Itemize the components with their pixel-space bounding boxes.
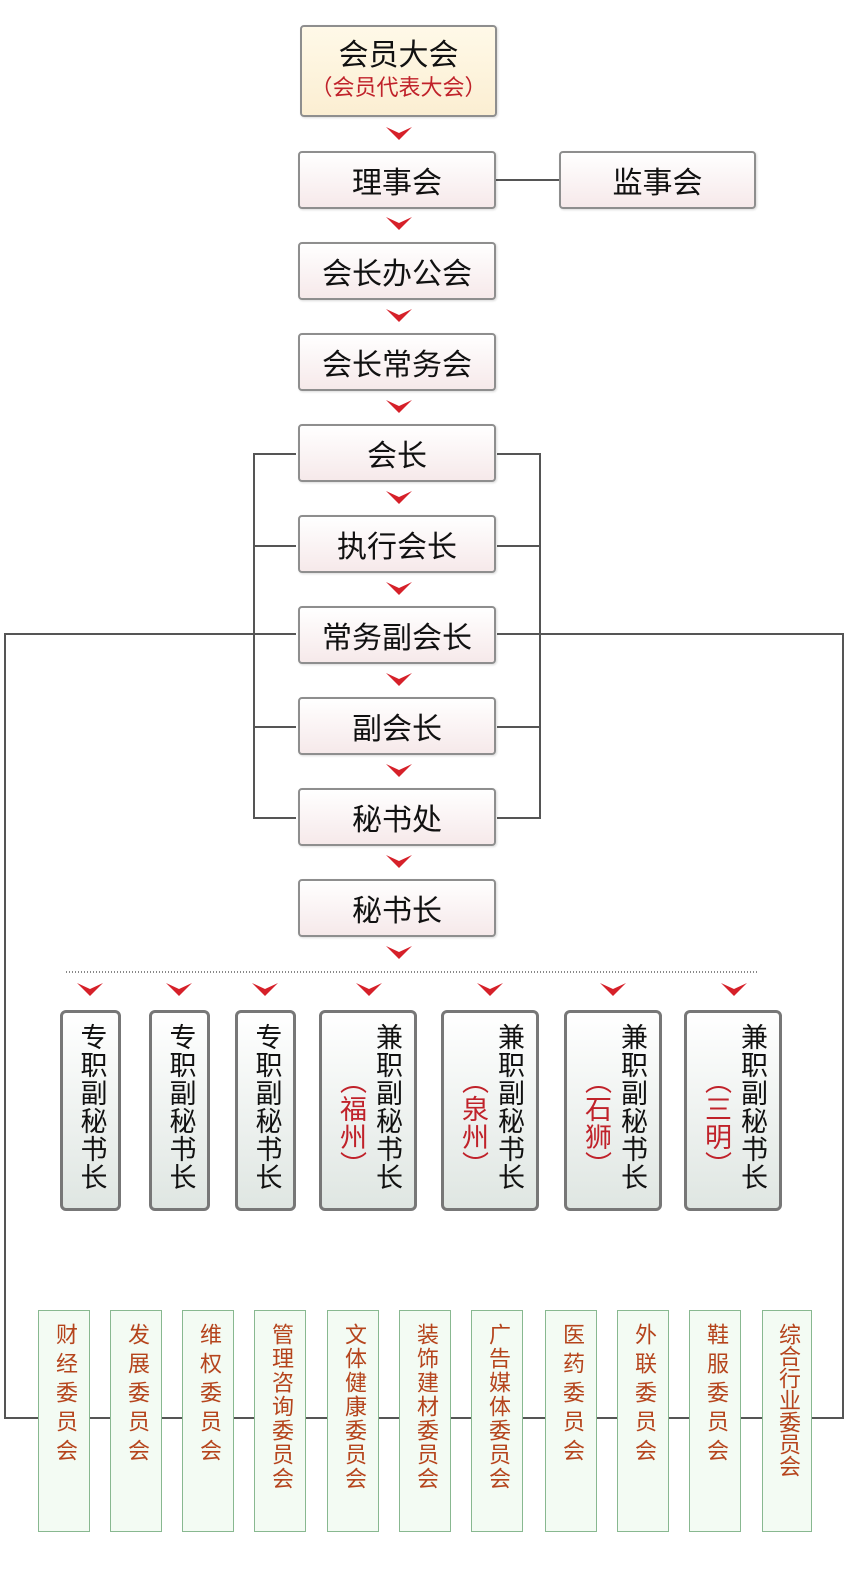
node-vice-president: 副会长 bbox=[298, 697, 496, 755]
node-label: 执行会长 bbox=[337, 530, 457, 565]
node-secretary-general: 秘书长 bbox=[298, 879, 496, 937]
deputy-title: 专职副秘书长 bbox=[164, 1023, 196, 1191]
chevron-down-icon bbox=[386, 400, 412, 413]
deputy-secretary-box: 兼职副秘书长 （石狮） bbox=[564, 1010, 662, 1211]
deputy-region: （泉州） bbox=[457, 1067, 488, 1179]
committee-label: 鞋服委员会 bbox=[703, 1323, 728, 1468]
chevron-down-icon bbox=[386, 855, 412, 868]
committee-box: 文体健康委员会 bbox=[327, 1310, 379, 1532]
deputy-secretary-box: 兼职副秘书长 （泉州） bbox=[441, 1010, 539, 1211]
node-label: 会长办公会 bbox=[322, 257, 472, 292]
committee-box: 维权委员会 bbox=[182, 1310, 234, 1532]
committee-box: 广告媒体委员会 bbox=[471, 1310, 523, 1532]
node-label: 监事会 bbox=[612, 166, 703, 201]
deputy-title: 兼职副秘书长 bbox=[493, 1023, 524, 1191]
chevron-down-icon bbox=[386, 127, 412, 140]
committee-box: 财经委员会 bbox=[38, 1310, 90, 1532]
deputy-secretary-box: 兼职副秘书长 （福州） bbox=[319, 1010, 417, 1211]
chevron-down-icon bbox=[166, 983, 192, 996]
deputy-secretary-box: 专职副秘书长 bbox=[149, 1010, 210, 1211]
node-supervisory-board: 监事会 bbox=[559, 151, 756, 209]
node-executive-president: 执行会长 bbox=[298, 515, 496, 573]
deputy-region: （福州） bbox=[335, 1067, 366, 1179]
committee-box: 外联委员会 bbox=[617, 1310, 669, 1532]
committee-label: 广告媒体委员会 bbox=[485, 1323, 510, 1491]
committee-label: 医药委员会 bbox=[559, 1323, 584, 1468]
node-label: 常务副会长 bbox=[322, 621, 472, 656]
node-standing-vice-president: 常务副会长 bbox=[298, 606, 496, 664]
node-label: 会长常务会 bbox=[322, 348, 472, 383]
node-board: 理事会 bbox=[298, 151, 496, 209]
chevron-down-icon bbox=[386, 764, 412, 777]
chevron-down-icon bbox=[252, 983, 278, 996]
chevron-down-icon bbox=[386, 217, 412, 230]
node-sublabel: （会员代表大会） bbox=[310, 76, 487, 101]
node-secretariat: 秘书处 bbox=[298, 788, 496, 846]
chevron-down-icon bbox=[721, 983, 747, 996]
deputy-region: （石狮） bbox=[580, 1067, 611, 1179]
committee-label: 文体健康委员会 bbox=[341, 1323, 366, 1491]
chevron-down-icon bbox=[386, 582, 412, 595]
node-standing-meeting: 会长常务会 bbox=[298, 333, 496, 391]
committee-label: 装饰建材委员会 bbox=[413, 1323, 438, 1491]
committee-box: 管理咨询委员会 bbox=[254, 1310, 306, 1532]
chevron-down-icon bbox=[386, 673, 412, 686]
deputy-title: 兼职副秘书长 bbox=[616, 1023, 647, 1191]
committee-label: 财经委员会 bbox=[52, 1323, 77, 1468]
committee-box: 医药委员会 bbox=[545, 1310, 597, 1532]
deputy-secretary-box: 专职副秘书长 bbox=[235, 1010, 296, 1211]
node-general-assembly: 会员大会 （会员代表大会） bbox=[300, 25, 497, 117]
committee-label: 发展委员会 bbox=[124, 1323, 149, 1468]
deputy-title: 兼职副秘书长 bbox=[736, 1023, 767, 1191]
chevron-down-icon bbox=[477, 983, 503, 996]
committee-label: 外联委员会 bbox=[631, 1323, 656, 1468]
deputy-title: 专职副秘书长 bbox=[250, 1023, 282, 1191]
committee-box: 综合行业委员会 bbox=[762, 1310, 812, 1532]
deputy-region: （三明） bbox=[700, 1067, 731, 1179]
chevron-down-icon bbox=[386, 946, 412, 959]
chevron-down-icon bbox=[356, 983, 382, 996]
committee-label: 管理咨询委员会 bbox=[268, 1323, 293, 1491]
committee-box: 鞋服委员会 bbox=[689, 1310, 741, 1532]
committee-label: 维权委员会 bbox=[196, 1323, 221, 1468]
node-label: 秘书处 bbox=[352, 803, 442, 838]
chevron-down-icon bbox=[386, 309, 412, 322]
deputy-title: 兼职副秘书长 bbox=[371, 1023, 402, 1191]
deputy-title: 专职副秘书长 bbox=[75, 1023, 107, 1191]
chevron-down-icon bbox=[600, 983, 626, 996]
node-label: 副会长 bbox=[352, 712, 442, 747]
node-president: 会长 bbox=[298, 424, 496, 482]
deputy-secretary-box: 专职副秘书长 bbox=[60, 1010, 121, 1211]
committee-label: 综合行业委员会 bbox=[775, 1323, 800, 1477]
committee-box: 装饰建材委员会 bbox=[399, 1310, 451, 1532]
node-president-office: 会长办公会 bbox=[298, 242, 496, 300]
node-label: 理事会 bbox=[352, 166, 442, 201]
deputy-secretary-box: 兼职副秘书长 （三明） bbox=[684, 1010, 782, 1211]
chevron-down-icon bbox=[77, 983, 103, 996]
committee-box: 发展委员会 bbox=[110, 1310, 162, 1532]
node-label: 秘书长 bbox=[352, 894, 442, 929]
node-label: 会员大会 bbox=[338, 38, 459, 73]
node-label: 会长 bbox=[367, 439, 427, 474]
chevron-down-icon bbox=[386, 491, 412, 504]
